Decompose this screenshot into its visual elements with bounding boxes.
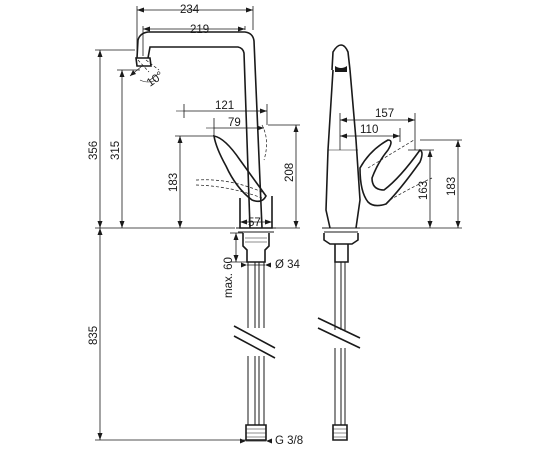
dim-835-label: 835 bbox=[88, 326, 100, 345]
side-view-dimensions bbox=[95, 6, 300, 444]
side-view-labels: 234 219 10° 356 315 121 79 183 208 57 ma… bbox=[88, 4, 303, 447]
dim-183-left-label: 183 bbox=[168, 173, 180, 192]
side-view-faucet bbox=[135, 31, 276, 441]
dim-121-label: 121 bbox=[215, 100, 234, 112]
dim-thread-label: G 3/8 bbox=[275, 435, 303, 447]
dim-dia-34-label: Ø 34 bbox=[275, 259, 301, 271]
dim-219-label: 219 bbox=[190, 24, 209, 36]
dim-163-label: 163 bbox=[418, 181, 430, 200]
dim-356-label: 356 bbox=[88, 141, 100, 160]
dim-234-label: 234 bbox=[180, 4, 200, 16]
dim-110-label: 110 bbox=[360, 124, 378, 136]
front-view-faucet bbox=[317, 44, 433, 441]
dim-183-right-label: 183 bbox=[446, 177, 458, 196]
dim-angle-10-label: 10° bbox=[145, 70, 166, 90]
dim-157-label: 157 bbox=[375, 108, 394, 120]
dim-79-label: 79 bbox=[228, 117, 241, 129]
dim-max-60-label: max. 60 bbox=[223, 257, 235, 298]
front-view-labels: 157 110 163 183 bbox=[360, 108, 458, 200]
dim-315-label: 315 bbox=[110, 141, 122, 160]
dim-57-label: 57 bbox=[248, 217, 261, 229]
front-view-dimensions bbox=[339, 113, 462, 229]
dim-208-label: 208 bbox=[284, 163, 296, 182]
